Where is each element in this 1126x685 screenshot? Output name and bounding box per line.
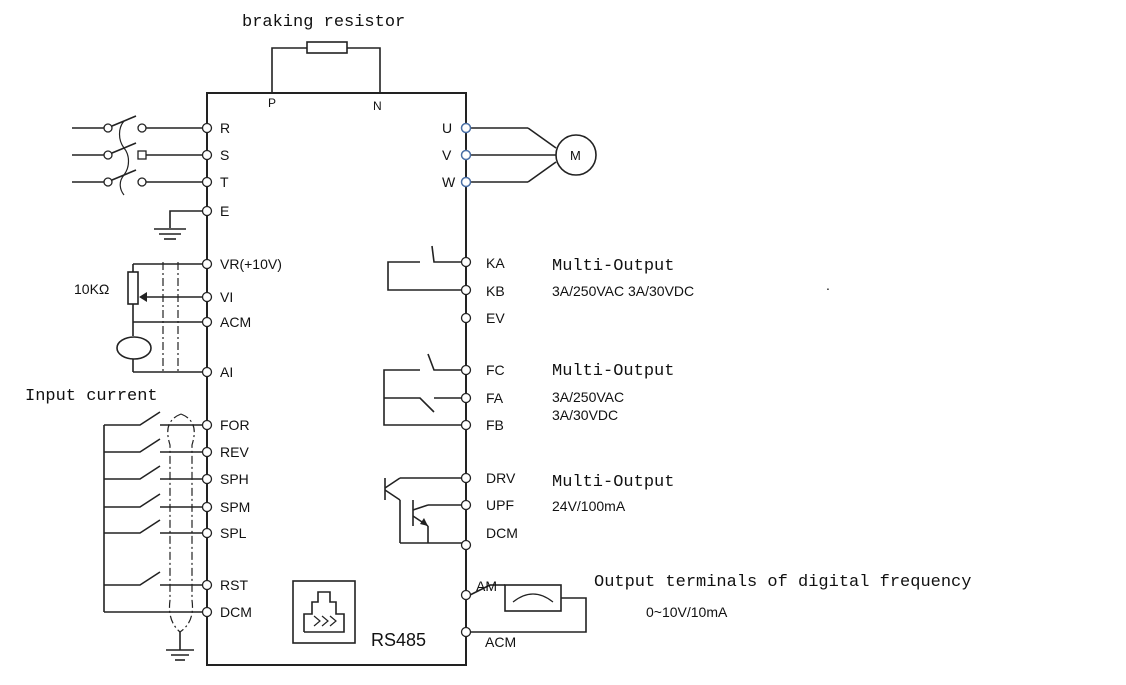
terminal-vr: [201, 258, 213, 270]
terminal-spm-label: SPM: [220, 499, 250, 515]
input-current-label: Input current: [25, 387, 158, 406]
relay-1-title: Multi-Output: [552, 257, 674, 276]
terminal-s-label: S: [220, 147, 229, 163]
terminal-dcm-in: [201, 606, 213, 618]
terminal-ai: [201, 366, 213, 378]
terminal-vr-label: VR(+10V): [220, 256, 282, 272]
terminal-upf-label: UPF: [486, 497, 514, 513]
shield-cable-digital: [167, 413, 195, 633]
digital-input-switches: [103, 411, 203, 613]
terminal-rev: [201, 446, 213, 458]
terminal-acm-in-label: ACM: [220, 314, 251, 330]
rs485-label: RS485: [371, 630, 426, 650]
terminal-dcm-out: [460, 539, 472, 551]
terminal-s: [201, 149, 213, 161]
terminal-v: [460, 149, 472, 161]
terminal-w: [460, 176, 472, 188]
terminal-for-label: FOR: [220, 417, 250, 433]
terminal-drv-label: DRV: [486, 470, 516, 486]
terminal-n-label: N: [373, 99, 382, 113]
relay-1-contact: [387, 245, 462, 291]
ground-symbol: [154, 210, 203, 240]
terminal-fa-label: FA: [486, 390, 504, 406]
terminal-rev-label: REV: [220, 444, 249, 460]
terminal-for: [201, 419, 213, 431]
terminal-u-label: U: [442, 120, 452, 136]
terminal-p-label: P: [268, 96, 276, 110]
terminal-acm-out-label: ACM: [485, 634, 516, 650]
terminal-u: [460, 122, 472, 134]
terminal-v-label: V: [442, 147, 452, 163]
terminal-am-label: AM: [476, 578, 497, 594]
potentiometer-label: 10KΩ: [74, 281, 109, 297]
relay-2-contact: [383, 353, 462, 426]
terminal-r: [201, 122, 213, 134]
transistor-title: Multi-Output: [552, 473, 674, 492]
motor-label: M: [570, 148, 581, 163]
braking-resistor-title: braking resistor: [242, 13, 405, 32]
terminal-am: [460, 589, 472, 601]
digital-output-range: 0~10V/10mA: [646, 604, 728, 620]
potentiometer: [127, 263, 203, 323]
terminal-fc: [460, 364, 472, 376]
terminal-spm: [201, 501, 213, 513]
terminal-dcm-in-label: DCM: [220, 604, 252, 620]
frequency-meter: [469, 584, 587, 633]
rs485-port-icon: [292, 580, 356, 644]
transistor-output: [384, 477, 462, 544]
terminal-w-label: W: [442, 174, 456, 190]
terminal-rst: [201, 579, 213, 591]
stray-dot: .: [826, 277, 830, 293]
terminal-drv: [460, 472, 472, 484]
terminal-vi-label: VI: [220, 289, 233, 305]
terminal-ai-label: AI: [220, 364, 233, 380]
terminal-vi: [201, 291, 213, 303]
terminal-kb: [460, 284, 472, 296]
terminal-kb-label: KB: [486, 283, 505, 299]
terminal-sph: [201, 473, 213, 485]
terminal-rst-label: RST: [220, 577, 248, 593]
shield-cable-analog: [162, 262, 179, 374]
terminal-r-label: R: [220, 120, 230, 136]
terminal-fb-label: FB: [486, 417, 504, 433]
terminal-t: [201, 176, 213, 188]
terminal-fb: [460, 419, 472, 431]
terminal-dcm-out-label: DCM: [486, 525, 518, 541]
braking-resistor: [271, 41, 381, 93]
terminal-fc-label: FC: [486, 362, 505, 378]
terminal-upf: [460, 499, 472, 511]
terminal-sph-label: SPH: [220, 471, 249, 487]
three-phase-input-breaker: [72, 115, 203, 196]
terminal-ev-label: EV: [486, 310, 505, 326]
ground-symbol-shield: [166, 632, 194, 661]
terminal-fa: [460, 392, 472, 404]
drive-body: [206, 92, 467, 666]
terminal-acm-out: [460, 626, 472, 638]
relay-2-rating-dc: 3A/30VDC: [552, 407, 618, 423]
terminal-e: [201, 205, 213, 217]
terminal-acm-in: [201, 316, 213, 328]
motor-wiring: [470, 127, 597, 183]
terminal-ka: [460, 256, 472, 268]
terminal-e-label: E: [220, 203, 229, 219]
digital-output-title: Output terminals of digital frequency: [594, 573, 971, 592]
transistor-rating: 24V/100mA: [552, 498, 626, 514]
terminal-spl-label: SPL: [220, 525, 247, 541]
current-source-symbol: [116, 322, 203, 373]
relay-2-title: Multi-Output: [552, 362, 674, 381]
relay-1-rating: 3A/250VAC 3A/30VDC: [552, 283, 694, 299]
terminal-ev: [460, 312, 472, 324]
terminal-ka-label: KA: [486, 255, 505, 271]
relay-2-rating-ac: 3A/250VAC: [552, 389, 624, 405]
terminal-t-label: T: [220, 174, 229, 190]
terminal-spl: [201, 527, 213, 539]
